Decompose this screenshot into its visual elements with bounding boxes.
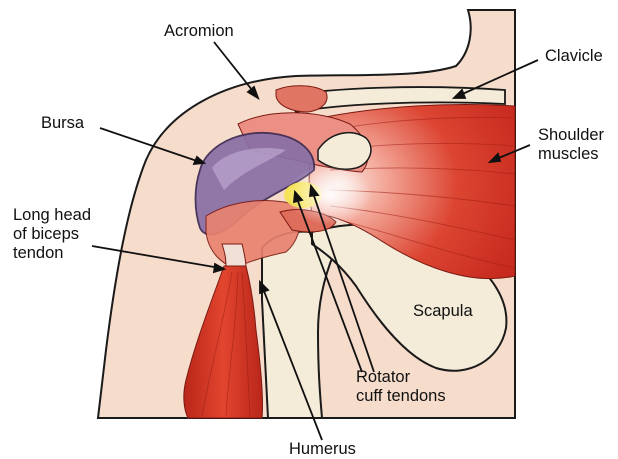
rotator-cuff-label-line2: cuff tendons (356, 387, 446, 405)
glow-spot (288, 165, 372, 225)
clavicle-label: Clavicle (545, 47, 603, 65)
long-head-label-line2: of biceps (13, 225, 79, 243)
long-head-label-line3: tendon (13, 244, 63, 262)
long-head-label-line1: Long head (13, 206, 91, 224)
biceps-tendon (222, 244, 246, 268)
scapula-label: Scapula (413, 302, 473, 320)
rotator-cuff-label-line1: Rotator (356, 368, 411, 386)
bursa-label: Bursa (41, 114, 85, 132)
acromion-label: Acromion (164, 22, 234, 40)
shoulder-muscles-label-line1: Shoulder (538, 126, 605, 144)
shoulder-muscles-label-line2: muscles (538, 145, 599, 163)
humerus-label: Humerus (289, 440, 356, 458)
